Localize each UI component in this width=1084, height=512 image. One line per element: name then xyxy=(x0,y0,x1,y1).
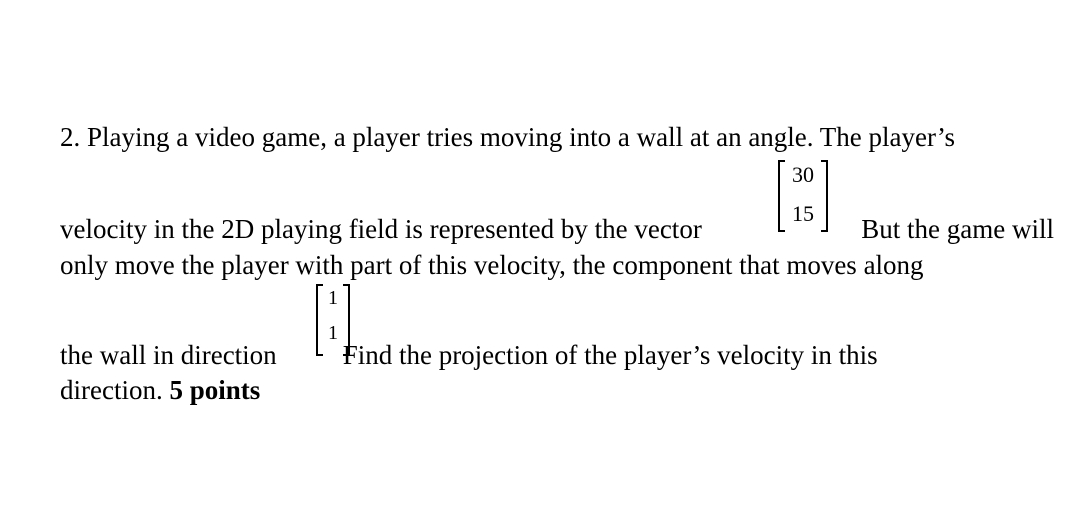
right-bracket xyxy=(343,284,350,356)
velocity-vector: 30 15 xyxy=(778,160,828,232)
problem-line-3: only move the player with part of this v… xyxy=(60,250,924,280)
problem-line-4-after: Find the projection of the player’s velo… xyxy=(342,340,878,370)
problem-line-1: 2. Playing a video game, a player tries … xyxy=(60,122,955,152)
points-label: 5 points xyxy=(169,375,261,405)
right-bracket xyxy=(821,160,828,232)
left-bracket xyxy=(778,160,785,232)
problem-line-2: velocity in the 2D playing field is repr… xyxy=(60,216,1054,243)
problem-line-5: direction. 5 points xyxy=(60,377,260,404)
problem-line-2-after: But the game will xyxy=(861,214,1054,244)
direction-vector-y: 1 xyxy=(328,322,338,344)
direction-vector: 1 1 xyxy=(316,284,350,356)
problem-line-4: the wall in direction Find the projection… xyxy=(60,342,878,369)
problem-line-4-before: the wall in direction xyxy=(60,340,277,370)
problem-line-5-text: direction. xyxy=(60,375,163,405)
left-bracket xyxy=(316,284,323,356)
direction-vector-x: 1 xyxy=(328,287,338,309)
problem-line-2-before: velocity in the 2D playing field is repr… xyxy=(60,214,702,244)
velocity-vector-x: 30 xyxy=(792,162,814,187)
velocity-vector-y: 15 xyxy=(792,201,814,226)
